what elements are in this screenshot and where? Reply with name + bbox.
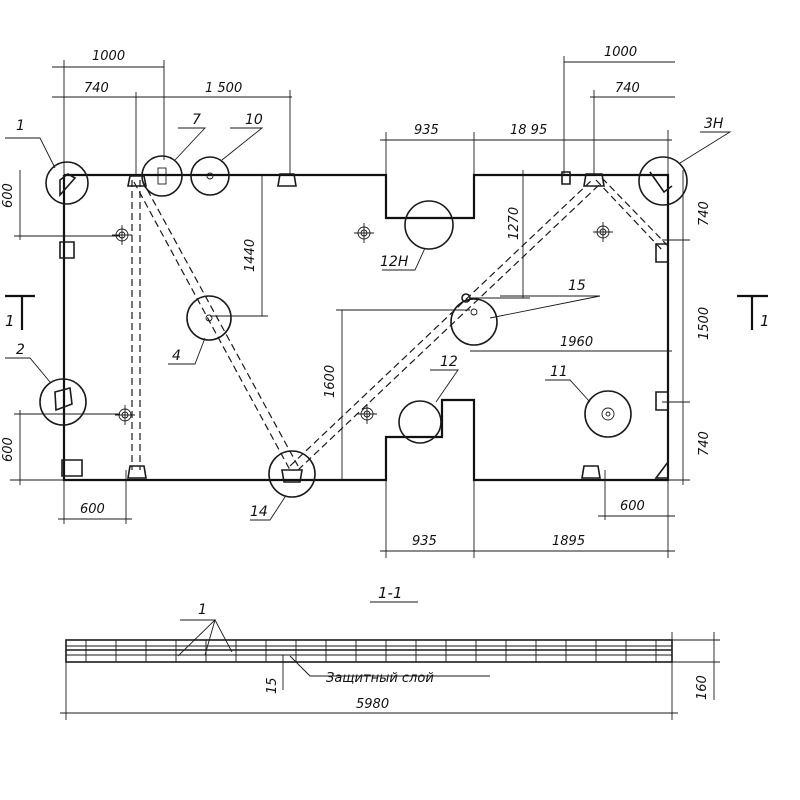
part-11-circle [584,390,632,438]
dim-160-section: 160 [695,675,710,700]
dim-1000-right: 1000 [604,45,637,60]
dim-1500-right: 1500 [697,307,712,340]
callout-12n: 12Н [380,254,409,270]
part-10-circle [190,156,230,196]
callout-3n: 3Н [704,116,724,132]
dim-935-bottom: 935 [412,534,437,549]
dim-600-left-bottom: 600 [1,437,16,462]
part-15-circle [450,298,498,346]
dim-15-section: 15 [265,677,280,694]
callout-15: 15 [568,278,586,294]
callout-leaders [5,127,732,521]
section-marks [5,294,768,603]
dim-935-top: 935 [414,123,439,138]
dim-5980-section: 5980 [356,697,389,712]
dim-1500: 1 500 [205,81,242,96]
protective-layer-note: Защитный слой [326,671,434,686]
part-12-circle [398,400,442,444]
part-12n-circle [404,200,454,250]
embedded-parts [39,155,688,498]
dim-1440: 1440 [243,239,258,272]
part-2-circle [39,378,87,426]
dim-740-right: 740 [615,81,640,96]
plan-outline [62,173,670,482]
section-title: 1-1 [378,584,403,602]
callout-14: 14 [250,504,268,520]
callout-section-1: 1 [198,602,207,618]
dim-740-right-top: 740 [697,201,712,226]
part-14-circle [268,450,316,498]
dim-600-left-top: 600 [1,183,16,208]
sling-lines [131,177,669,471]
dim-1000-left: 1000 [92,49,125,64]
callout-7: 7 [192,112,201,128]
section-mark-left: 1 [5,312,15,330]
dim-1960: 1960 [560,335,593,350]
dim-740-left: 740 [84,81,109,96]
callout-12: 12 [440,354,458,370]
dim-1270: 1270 [507,207,522,240]
callout-11: 11 [550,364,568,380]
callout-1: 1 [16,118,25,134]
part-3n-circle [638,156,688,206]
callout-2: 2 [16,342,25,358]
section-mark-texts: 1 1 1-1 Защитный слой [5,312,770,686]
dimension-lines [10,56,690,558]
dimension-texts: 1000 740 1 500 935 18 95 1000 740 600 60… [1,45,712,712]
part-1-circle [45,161,89,205]
callout-4: 4 [172,348,181,364]
dim-740-right-bottom: 740 [697,431,712,456]
callout-texts: 1 7 10 3Н 2 4 12Н 15 12 11 14 1 [16,112,724,618]
callout-10: 10 [245,112,263,128]
dim-1895-bottom: 1895 [552,534,585,549]
dim-600-bottom-left: 600 [80,502,105,517]
dim-1895-top: 18 95 [510,123,547,138]
part-4-circle [186,295,232,341]
section-1-1 [60,619,720,720]
dim-1600: 1600 [323,365,338,398]
section-mark-right: 1 [760,312,770,330]
dim-600-bottom-right: 600 [620,499,645,514]
